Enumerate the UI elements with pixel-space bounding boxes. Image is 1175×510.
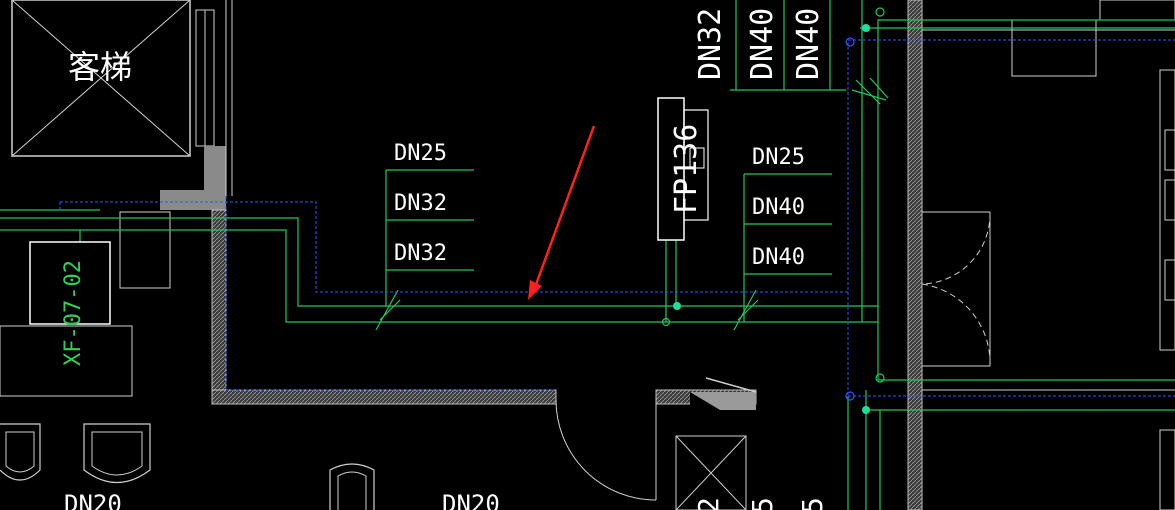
size-label-right-1: DN25	[752, 145, 805, 170]
walls	[160, 0, 923, 510]
hydrant-label: FP136	[669, 124, 704, 214]
cabinet-xf-07-02: XF-07-02	[29, 241, 111, 366]
size-label-top-2: DN40	[745, 8, 780, 80]
size-label-bottom-c: 5	[796, 497, 829, 510]
right-size-labels: DN25 DN40 DN40	[752, 145, 805, 270]
top-size-labels: DN32 DN40 DN40	[693, 8, 826, 80]
blue-pipes	[59, 39, 1175, 397]
size-label-top-3: DN40	[791, 8, 826, 80]
size-label-left-1: DN25	[394, 141, 447, 166]
double-door-right	[921, 211, 991, 367]
red-arrow-annotation	[528, 125, 596, 300]
size-label-left-3: DN32	[394, 241, 447, 266]
pipe-nodes	[661, 7, 885, 414]
fire-hydrant-fp136: FP136	[657, 97, 709, 241]
size-label-bottom-left: DN20	[64, 490, 122, 510]
size-label-top-1: DN32	[693, 8, 728, 80]
elevator-shaft: 客梯	[11, 0, 215, 157]
left-fixtures	[0, 211, 375, 510]
size-label-right-3: DN40	[752, 245, 805, 270]
right-room-outline	[922, 0, 1175, 510]
elevator-label: 客梯	[68, 48, 132, 86]
cabinet-label: XF-07-02	[61, 260, 86, 366]
size-label-bottom-a: 2	[692, 497, 725, 510]
bottom-size-labels: DN20 DN20 2 5 5	[64, 490, 829, 510]
shaft-box	[675, 435, 747, 510]
size-label-right-2: DN40	[752, 195, 805, 220]
size-label-left-2: DN32	[394, 191, 447, 216]
door-swing-bottom	[555, 396, 657, 501]
size-label-bottom-mid: DN20	[442, 490, 500, 510]
left-size-labels: DN25 DN32 DN32	[394, 141, 447, 266]
size-label-bottom-b: 5	[746, 497, 779, 510]
